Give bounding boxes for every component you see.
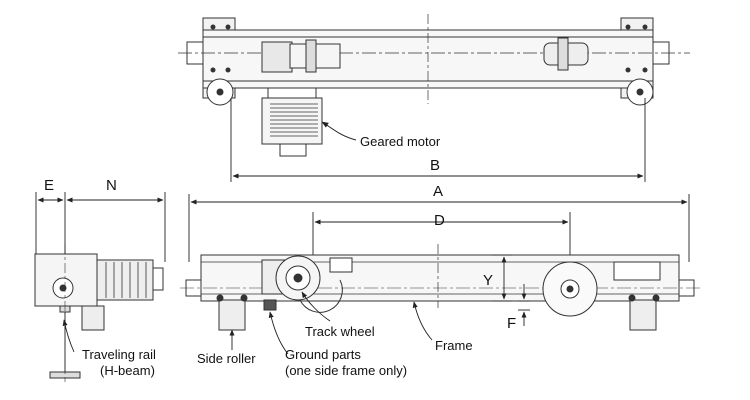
dimension-a <box>188 194 690 262</box>
dimension-b <box>230 98 646 182</box>
dim-label-a: A <box>433 183 444 200</box>
dim-label-y: Y <box>483 272 494 289</box>
label-track-wheel: Track wheel <box>305 324 375 339</box>
side-view <box>34 244 164 382</box>
dim-label-n: N <box>106 177 117 194</box>
dimension-y <box>492 254 512 302</box>
dimension-f <box>518 284 530 326</box>
dim-label-e: E <box>44 177 55 194</box>
label-ground-parts: Ground parts <box>285 347 361 362</box>
dim-label-f: F <box>507 315 517 332</box>
top-view <box>178 14 690 157</box>
label-geared-motor: Geared motor <box>360 134 441 149</box>
front-view <box>180 244 700 331</box>
dimension-e-n <box>35 192 166 262</box>
label-frame: Frame <box>435 338 473 353</box>
label-traveling-rail: Traveling rail <box>82 347 156 362</box>
label-side-roller: Side roller <box>197 351 256 366</box>
dim-label-d: D <box>434 212 445 229</box>
dim-label-b: B <box>430 157 441 174</box>
label-ground-parts-note: (one side frame only) <box>285 363 408 378</box>
label-traveling-rail-note: (H-beam) <box>100 363 155 378</box>
